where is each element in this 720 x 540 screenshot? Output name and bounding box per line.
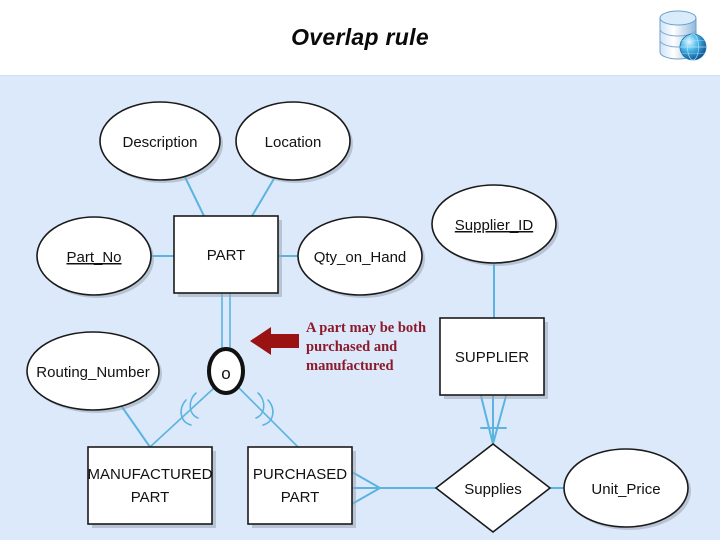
line-routing-manufactured <box>119 403 151 448</box>
entity-purchased-part-box[interactable] <box>247 446 353 525</box>
arc-left-2 <box>180 399 192 426</box>
entity-shapes <box>87 215 545 525</box>
line-supplier-crow-left <box>480 395 494 445</box>
attribute-label-unit-price: Unit_Price <box>591 481 660 498</box>
supertype-double-line <box>221 293 231 349</box>
attribute-labels: Description Location Part_No Qty_on_Hand… <box>36 134 660 498</box>
arc-right-2 <box>262 399 274 426</box>
attribute-unit-price-ellipse[interactable] <box>563 448 689 528</box>
entity-labels: PART SUPPLIER MANUFACTURED PART PURCHASE… <box>87 247 529 506</box>
relationship-label-supplies: Supplies <box>464 481 522 498</box>
entity-manufactured-part-box[interactable] <box>87 446 213 525</box>
line-supplier-crow-right <box>492 395 507 445</box>
line-location-part <box>251 176 276 217</box>
band-divider <box>0 75 720 76</box>
left-arrow-icon <box>250 327 299 355</box>
attribute-description-ellipse[interactable] <box>99 101 221 181</box>
line-purchased-crow-top <box>351 471 381 489</box>
entity-label-manufactured-part-line1: MANUFACTURED <box>87 466 212 483</box>
annotation-text: A part may be both purchased and manufac… <box>306 320 427 374</box>
subtype-branch-lines <box>149 387 299 448</box>
entity-label-manufactured-part-line2: PART <box>131 489 170 506</box>
header-band <box>0 0 720 76</box>
attribute-location-ellipse[interactable] <box>235 101 351 181</box>
entity-label-purchased-part-line1: PURCHASED <box>253 466 347 483</box>
entity-label-part: PART <box>207 247 246 264</box>
line-purchased-crow-bottom <box>351 487 381 505</box>
overlap-rule-circle[interactable] <box>207 347 245 395</box>
attribute-label-description: Description <box>122 134 197 151</box>
line-description-part <box>184 176 205 217</box>
attribute-label-supplier-id: Supplier_ID <box>455 217 534 234</box>
attribute-label-qty-on-hand: Qty_on_Hand <box>314 249 407 266</box>
entity-supplier-box[interactable] <box>439 317 545 396</box>
entity-label-supplier: SUPPLIER <box>455 349 529 366</box>
arc-right-1 <box>255 392 265 419</box>
attribute-routing-number-ellipse[interactable] <box>26 331 160 411</box>
attribute-label-location: Location <box>265 134 322 151</box>
entity-part-box[interactable] <box>173 215 279 294</box>
attribute-supplier-id-ellipse[interactable] <box>431 184 557 264</box>
attribute-shapes <box>26 101 689 528</box>
arc-left-1 <box>189 392 199 419</box>
annotation-arrow-shape <box>250 327 299 355</box>
relationship-supplies-diamond[interactable] <box>434 442 552 534</box>
database-globe-icon <box>659 10 707 61</box>
attribute-part-no-ellipse[interactable] <box>36 216 152 296</box>
page-title: Overlap rule <box>291 24 429 50</box>
connector-lines <box>119 176 565 505</box>
attribute-label-routing-number: Routing_Number <box>36 364 149 381</box>
overlap-rule-symbol: o <box>221 364 230 383</box>
attribute-qty-on-hand-ellipse[interactable] <box>297 216 423 296</box>
attribute-label-part-no: Part_No <box>66 249 121 266</box>
entity-label-purchased-part-line2: PART <box>281 489 320 506</box>
branch-to-purchased <box>238 387 299 448</box>
